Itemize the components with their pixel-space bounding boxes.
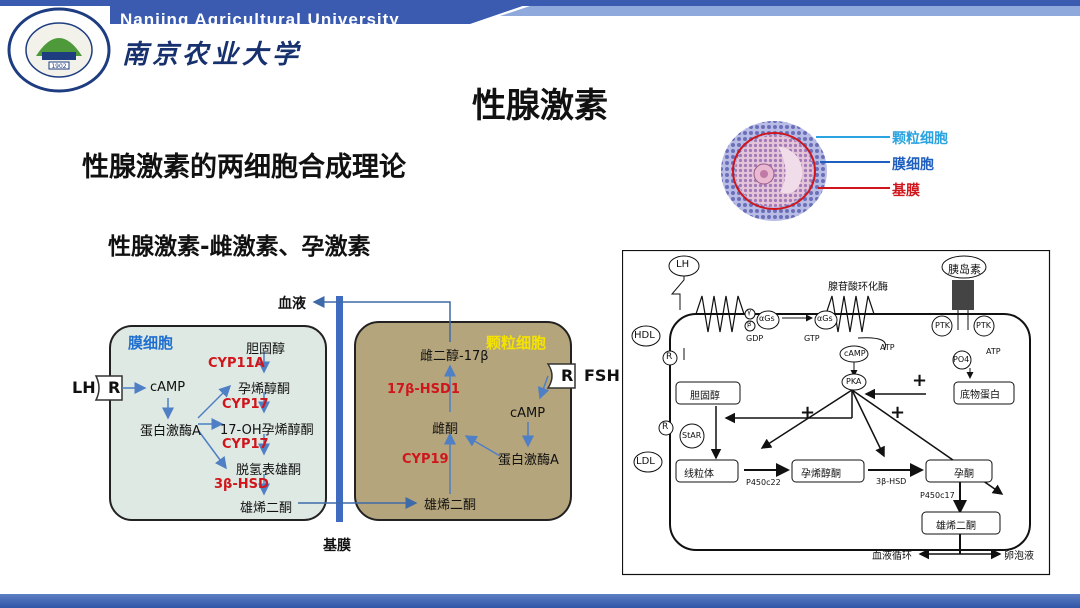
sig-hdl: HDL [634,330,655,341]
granulosa-estrone: 雌酮 [432,422,459,437]
granulosa-cyp19: CYP19 [402,452,449,467]
sig-beta: β [747,320,752,328]
theca-receptor [94,375,123,401]
logo-year: 1902 [51,63,66,70]
theca-3b-hsd: 3β-HSD [214,477,269,492]
sig-3b-hsd: 3β-HSD [876,477,907,486]
university-chinese-name: 南京农业大学 [122,40,303,70]
theca-cell-label: 膜细胞 [128,334,174,352]
sig-pregnenolone: 孕烯醇酮 [801,469,841,480]
sig-p450c22: P450c22 [746,478,781,487]
sig-adenylate-cyclase: 腺苷酸环化酶 [828,282,888,293]
section-heading: 性腺激素-雌激素、孕激素 [108,234,371,260]
sig-progesterone: 孕酮 [954,469,974,480]
sig-atp1: ATP [880,343,895,352]
sig-blood-circulation: 血液循环 [872,551,912,562]
sig-po4: PO4 [953,355,970,364]
granulosa-pka: 蛋白激酶A [498,453,559,468]
sig-ldl: LDL [636,456,655,467]
university-english-name: Nanjing Agricultural University [120,10,400,29]
granulosa-r-label: R [561,366,574,385]
theca-cyp11a: CYP11A [208,356,265,371]
theca-cyp17-2: CYP17 [222,437,269,452]
sig-insulin: 胰岛素 [948,263,981,276]
sig-ags2: αGs [817,314,833,323]
sig-ags1: αGs [759,314,775,323]
theca-pka: 蛋白激酶A [140,424,201,439]
signaling-diagram [622,250,1051,576]
basement-label: 基膜 [323,538,351,554]
slide-title: 性腺激素 [472,86,608,126]
sig-r2: R [662,422,669,432]
sig-follicular-fluid: 卵泡液 [1004,551,1034,562]
sig-lh: LH [676,259,690,270]
slide-subtitle: 性腺激素的两细胞合成理论 [82,152,406,183]
legend-granulosa: 颗粒细胞 [892,131,948,147]
sig-substrate: 底物蛋白 [960,390,1000,401]
sig-atp2: ATP [986,347,1001,356]
theca-lh-label: LH [72,378,96,397]
sig-r1: R [666,352,673,362]
sig-gdp: GDP [746,334,764,343]
blood-label: 血液 [278,296,306,312]
sig-ptk2: PTK [976,321,991,330]
sig-p450c17: P450c17 [920,491,955,500]
sig-pka: PKA [846,377,862,386]
follicle-legend-lines [816,136,890,189]
sig-plus-2: + [800,402,816,423]
theca-oh-pregnenolone: 17-OH孕烯醇酮 [220,423,314,438]
theca-cyp17-1: CYP17 [222,397,269,412]
university-logo: 1902 [6,6,112,94]
footer-bar [0,594,1080,608]
theca-cholesterol: 胆固醇 [246,342,286,357]
granulosa-androstenedione: 雄烯二酮 [424,498,477,513]
sig-camp: cAMP [844,349,866,358]
granulosa-camp: cAMP [510,406,546,421]
sig-cholesterol: 胆固醇 [690,391,720,402]
sig-gtp: GTP [804,334,820,343]
follicle-image [718,118,830,224]
theca-r-label: R [108,378,121,397]
theca-camp: cAMP [150,380,186,395]
theca-androstenedione: 雄烯二酮 [240,501,293,516]
granulosa-estradiol: 雌二醇-17β [420,349,489,364]
theca-pregnenolone: 孕烯醇酮 [238,382,291,397]
granulosa-cell-box [354,321,572,521]
sig-plus-1: + [912,370,928,391]
granulosa-17b-hsd1: 17β-HSD1 [387,382,460,397]
sig-mitochondria: 线粒体 [684,469,714,480]
granulosa-cell-label: 颗粒细胞 [486,334,547,352]
header-background [0,0,1080,70]
basement-membrane-bar [336,296,343,522]
theca-dhea: 脱氢表雄酮 [236,463,302,478]
sig-star: StAR [682,431,702,440]
sig-androstenedione: 雄烯二酮 [936,521,976,532]
sig-plus-3: + [890,402,906,423]
header-banner [0,0,1080,70]
legend-basement: 基膜 [892,183,920,199]
sig-gamma: γ [747,308,752,316]
sig-ptk1: PTK [935,321,950,330]
legend-theca: 膜细胞 [892,157,934,173]
granulosa-fsh-label: FSH [584,366,620,385]
two-cell-diagram [94,296,576,522]
